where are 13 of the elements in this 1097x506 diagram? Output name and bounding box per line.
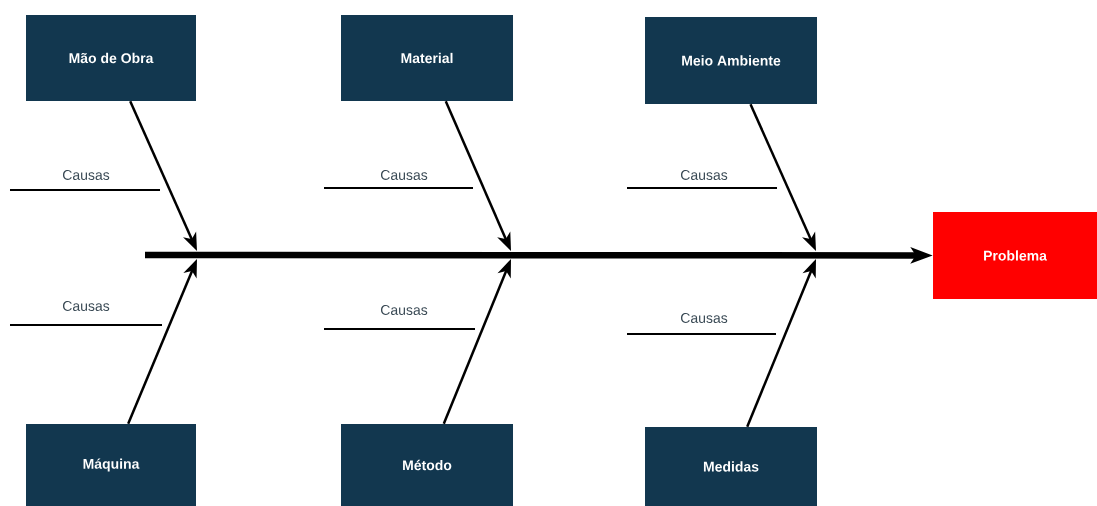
- cause-label: Causas: [681, 313, 728, 323]
- cause-label: Causas: [62, 170, 110, 180]
- category-box: Meio Ambiente: [645, 17, 817, 104]
- cause-label: Causas: [381, 305, 428, 315]
- cause-label: Causas: [62, 301, 110, 311]
- problem-box: Problema: [933, 212, 1097, 299]
- category-box: Máquina: [26, 424, 196, 506]
- category-box: Material: [341, 15, 513, 101]
- category-box: Medidas: [645, 427, 817, 506]
- cause-label: Causas: [381, 170, 428, 180]
- cause-label: Causas: [681, 170, 728, 180]
- category-box: Mão de Obra: [26, 15, 196, 101]
- category-box: Método: [341, 424, 513, 506]
